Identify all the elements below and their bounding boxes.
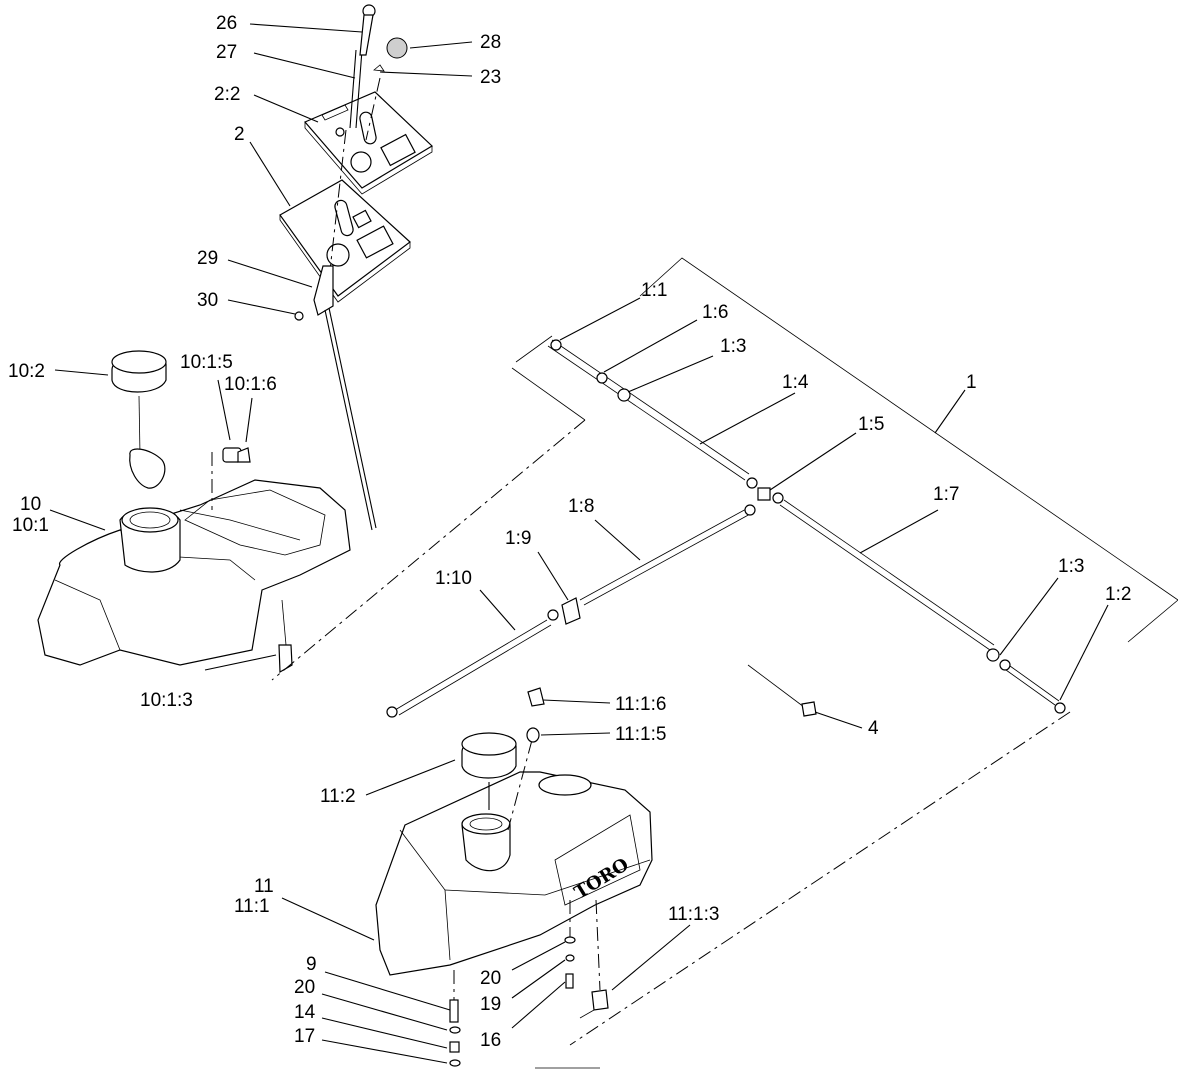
callout-1-9: 1:9 <box>505 528 531 549</box>
callout-10-1: 10:1 <box>12 515 49 536</box>
callout-11: 11 <box>254 876 274 897</box>
callout-4: 4 <box>868 718 879 739</box>
plate-2 <box>279 179 411 303</box>
callout-29: 29 <box>197 248 218 269</box>
callout-1-3-upper: 1:3 <box>720 336 746 357</box>
shift-lever <box>294 4 408 531</box>
callout-1-6: 1:6 <box>702 302 728 323</box>
callout-30: 30 <box>197 290 218 311</box>
callout-11-1-3: 11:1:3 <box>668 904 719 925</box>
fuel-tank-10 <box>37 479 351 666</box>
callout-23: 23 <box>480 67 501 88</box>
callout-27: 27 <box>216 42 237 63</box>
tank-11-hardware <box>449 899 609 1067</box>
leader-lines <box>49 23 1109 1064</box>
callout-1-10: 1:10 <box>435 568 472 589</box>
callout-17: 17 <box>294 1026 315 1047</box>
callout-1-7: 1:7 <box>933 484 959 505</box>
callout-11-1: 11:1 <box>234 896 270 917</box>
callout-10-2: 10:2 <box>8 361 45 382</box>
cable-tie-4 <box>747 664 817 717</box>
callout-1-5: 1:5 <box>858 414 884 435</box>
fuel-tank-11: TORO <box>375 771 653 976</box>
callout-1: 1 <box>966 372 977 393</box>
callout-9: 9 <box>306 954 317 975</box>
callout-10-1-6: 10:1:6 <box>224 374 277 395</box>
callout-16: 16 <box>480 1030 501 1051</box>
callout-2: 2 <box>234 124 245 145</box>
callout-labels: 26 27 28 23 2:2 2 29 30 10:2 10:1:5 10:1… <box>8 13 1131 1051</box>
callout-11-1-5: 11:1:5 <box>615 724 666 745</box>
fuel-line-assembly-1 <box>271 257 1178 1069</box>
callout-1-2: 1:2 <box>1105 584 1131 605</box>
callout-1-1: 1:1 <box>641 280 667 301</box>
callout-2-2: 2:2 <box>214 84 240 105</box>
callout-1-4: 1:4 <box>782 372 809 393</box>
callout-28: 28 <box>480 32 501 53</box>
fitting-10-1-5-10-1-6 <box>211 447 293 674</box>
callout-1-8: 1:8 <box>568 496 594 517</box>
callout-10-1-3: 10:1:3 <box>140 690 193 711</box>
callout-20-right: 20 <box>480 968 501 989</box>
callout-10: 10 <box>20 494 41 515</box>
callout-26: 26 <box>216 13 237 34</box>
callout-20-left: 20 <box>294 977 315 998</box>
callout-1-3-lower: 1:3 <box>1058 556 1084 577</box>
callout-11-1-6: 11:1:6 <box>615 694 666 715</box>
callout-19: 19 <box>480 994 501 1015</box>
callout-11-2: 11:2 <box>320 786 356 807</box>
plate-2-2 <box>304 91 433 195</box>
callout-10-1-5: 10:1:5 <box>180 352 233 373</box>
fuel-cap-10-2 <box>111 350 167 489</box>
callout-14: 14 <box>294 1002 316 1023</box>
fuel-cap-11-2 <box>461 687 545 831</box>
